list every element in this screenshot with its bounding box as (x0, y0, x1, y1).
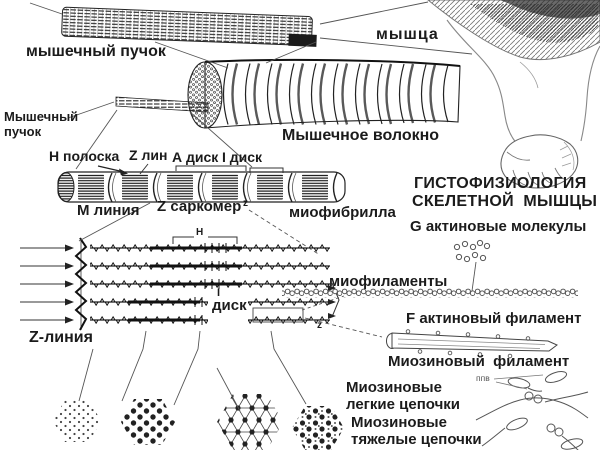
label-disk: диск (212, 297, 247, 314)
label-a-disk: А диск (172, 149, 219, 165)
label-myosin-tag: ппв (476, 373, 490, 383)
label-z-tick-filament: z (317, 320, 322, 331)
label-h-stripe: Н полоска (49, 148, 120, 164)
myosin-molecule-art (475, 371, 589, 450)
g-actin-art (453, 239, 491, 263)
label-myosin-heavy-1: Миозиновые (351, 414, 447, 431)
f-actin-art (282, 288, 578, 298)
label-g-actin: G актиновые молекулы (410, 218, 587, 235)
connector-lines (29, 1, 477, 412)
label-z-line: Z-линия (29, 329, 93, 346)
label-f-actin: F актиновый филамент (406, 310, 582, 327)
label-myofibril: миофибрилла (289, 204, 396, 221)
cross-section-lattice (217, 394, 283, 450)
label-h-zone: H (196, 227, 204, 238)
label-myosin-filament: Миозиновый филамент (388, 353, 570, 370)
label-muscle-bundle-top: мышечный пучок (26, 43, 166, 60)
label-myosin-light-1: Миозиновые (346, 379, 442, 396)
muscle-bundle-art (61, 6, 317, 47)
label-myosin-light-2: легкие цепочки (346, 396, 461, 413)
myofilaments-art (20, 236, 340, 331)
label-sarcomere: Z саркомер (157, 198, 242, 215)
cross-sections-art (53, 394, 344, 450)
muscle-fiber-art (115, 58, 461, 129)
label-muscle-bundle-side-2: пучок (4, 124, 42, 139)
arm-art (427, 0, 600, 189)
myofibril-art (57, 163, 346, 203)
label-i-disk: I диск (222, 149, 263, 165)
label-muscle: мышца (376, 26, 439, 43)
label-myofilaments: миофиламенты (329, 273, 448, 290)
cross-section-thick (121, 399, 175, 445)
label-z-tick-myofibril: z (243, 198, 248, 209)
label-muscle-fiber: Мышечное волокно (282, 127, 440, 144)
label-myosin-heavy-2: тяжелые цепочки (351, 431, 482, 448)
label-i-letter: I (217, 287, 221, 299)
page-title-line2: СКЕЛЕТНОЙ МЫШЦЫ (412, 193, 598, 210)
cross-section-thin (53, 400, 101, 442)
label-z-lin: Z лин (129, 147, 168, 163)
page-title-line1: ГИСТОФИЗИОЛОГИЯ (414, 175, 587, 192)
cross-section-mixed (292, 406, 344, 450)
myosin-filament-art (386, 329, 558, 359)
label-muscle-bundle-side-1: Мышечный (4, 109, 79, 124)
label-m-line: М линия (77, 202, 140, 219)
fist-art (500, 134, 579, 189)
